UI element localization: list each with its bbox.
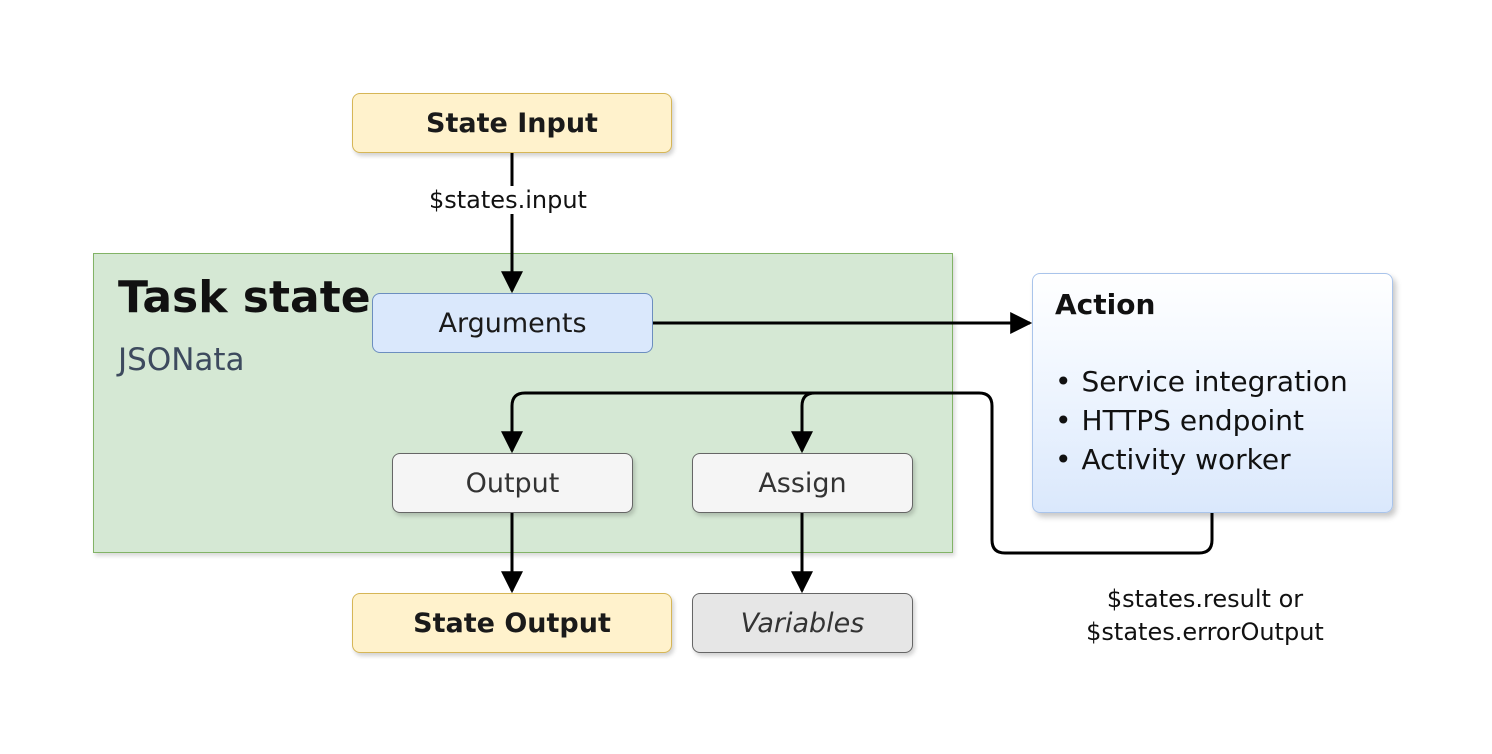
action-list: Service integration HTTPS endpoint Activ… (1055, 362, 1348, 479)
assign-node: Assign (692, 453, 913, 513)
action-item-https-endpoint: HTTPS endpoint (1055, 401, 1348, 440)
action-node: Action Service integration HTTPS endpoin… (1032, 273, 1393, 513)
edge-label-result-line2: $states.errorOutput (1086, 618, 1324, 646)
task-state-title: Task state (118, 272, 371, 323)
edge-label-result-line1: $states.result or (1106, 585, 1304, 613)
edge-label-states-result: $states.result or $states.errorOutput (1060, 583, 1350, 649)
arguments-node: Arguments (372, 293, 653, 353)
state-input-node: State Input (352, 93, 672, 153)
action-item-activity-worker: Activity worker (1055, 440, 1348, 479)
output-node: Output (392, 453, 633, 513)
state-output-node: State Output (352, 593, 672, 653)
action-item-service-integration: Service integration (1055, 362, 1348, 401)
edge-label-states-input: $states.input (425, 186, 591, 214)
task-state-subtitle: JSONata (118, 342, 245, 378)
action-title: Action (1055, 288, 1156, 321)
variables-node: Variables (692, 593, 913, 653)
